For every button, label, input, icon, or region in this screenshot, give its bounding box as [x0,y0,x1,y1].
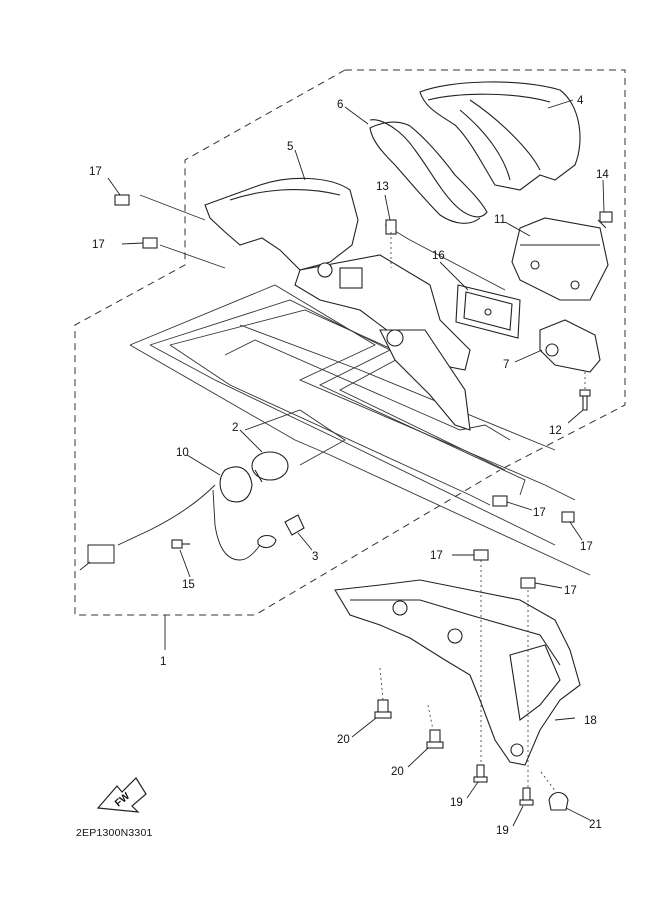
callout-20-b: 20 [391,766,404,778]
alignment-lines [379,232,586,793]
callout-6: 6 [337,99,343,111]
bulb-socket [219,451,289,503]
light-board [455,284,521,339]
bolt-20a [374,699,392,719]
callout-17-d: 17 [580,541,593,553]
clip-13 [385,219,397,235]
small-bulb [257,514,305,549]
callout-17-c: 17 [533,507,546,519]
screw-15 [171,539,190,549]
callout-labels: 1 2 3 4 5 6 7 10 11 12 13 14 15 16 17 17… [89,95,609,837]
leader-lines [107,99,605,827]
assembly-boundary [74,69,626,616]
callout-17-a: 17 [89,166,102,178]
callout-11: 11 [494,214,506,226]
callout-17-b: 17 [92,239,105,251]
tail-light-cover [419,81,581,191]
callout-16: 16 [432,250,445,262]
bolt-20b [426,729,444,749]
license-light-housing [511,217,609,301]
callout-21: 21 [589,819,602,831]
screw-14 [597,211,613,229]
tail-light-bracket [204,177,471,431]
callout-19-a: 19 [450,797,463,809]
license-lamp [539,319,601,373]
callout-13: 13 [376,181,389,193]
grommet-21 [548,791,569,811]
clip-17-set [114,194,575,589]
wire-harness [79,484,261,571]
callout-14: 14 [596,169,609,181]
callout-18: 18 [584,715,597,727]
callout-10: 10 [176,447,189,459]
screw-19b [519,787,534,806]
screw-19a [473,764,488,783]
callout-4: 4 [577,95,584,107]
callout-20-a: 20 [337,734,350,746]
callout-17-f: 17 [564,585,577,597]
gasket-seal [369,119,488,224]
rear-fender [334,579,581,766]
diagram-code: 2EP1300N3301 [76,827,153,839]
callout-15: 15 [182,579,195,591]
forward-direction-arrow: FW [96,777,147,813]
callout-17-e: 17 [430,550,443,562]
callout-19-b: 19 [496,825,509,837]
callout-1: 1 [160,656,166,668]
callout-12: 12 [549,425,562,437]
screw-12 [579,389,591,411]
callout-3: 3 [312,551,318,563]
callout-7: 7 [503,359,509,371]
callout-2: 2 [232,422,238,434]
callout-5: 5 [287,141,293,153]
